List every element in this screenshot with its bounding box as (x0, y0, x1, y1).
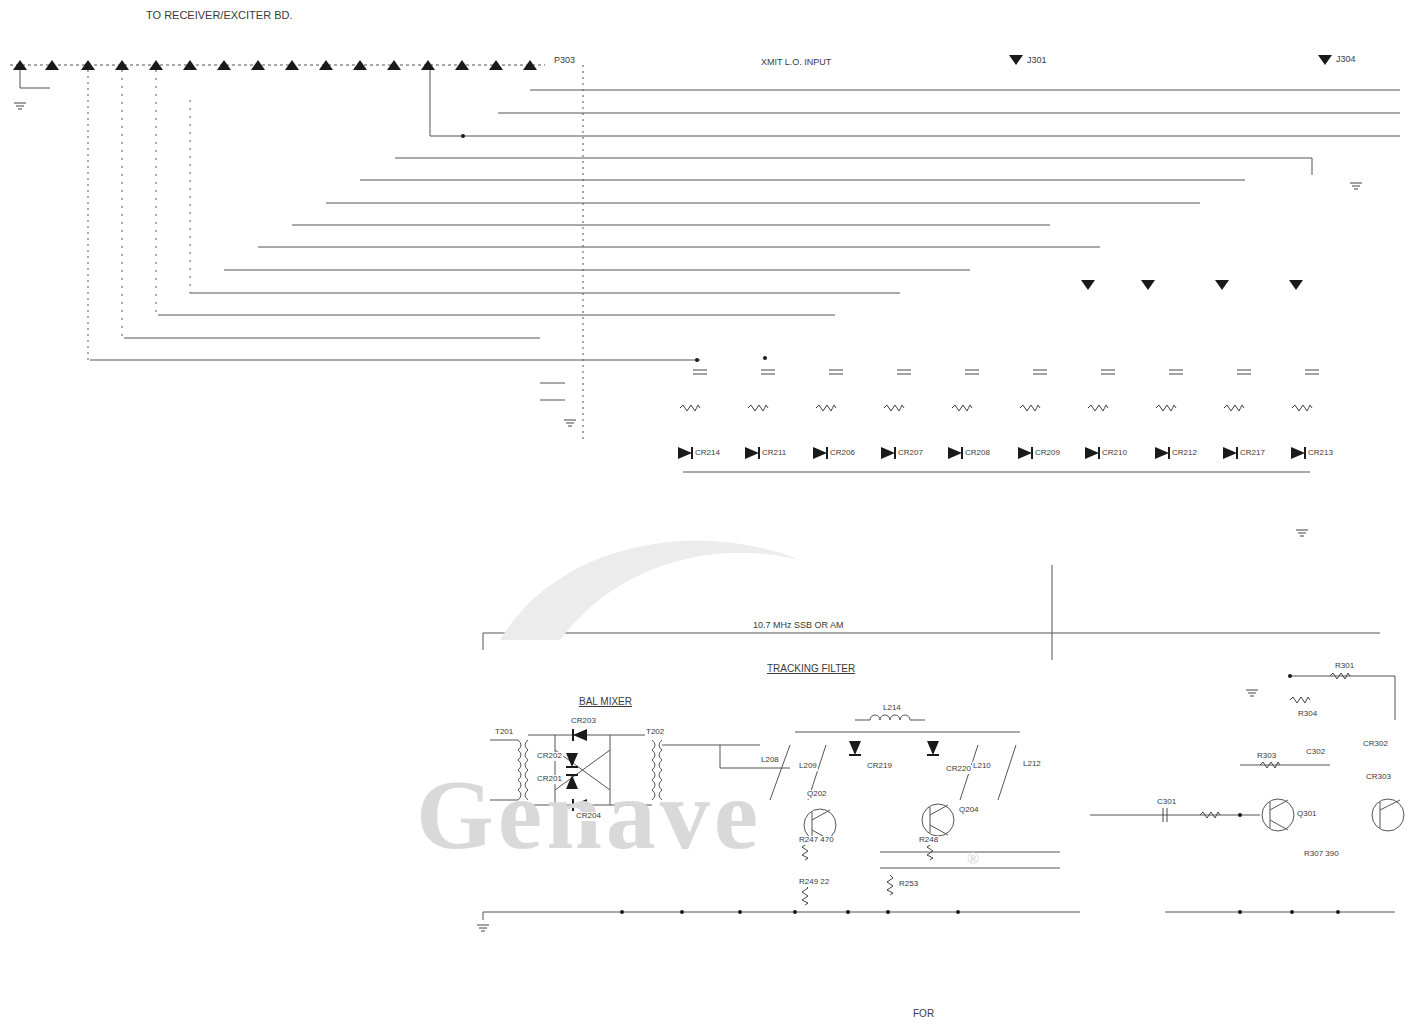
part-label: 10.7 MHz SSB OR AM (752, 621, 845, 631)
part-label: R249 22 (798, 878, 830, 887)
part-label: R248 (918, 836, 939, 845)
wiring (10, 65, 1404, 920)
part-label: CR213 (1307, 449, 1334, 458)
part-label: TO RECEIVER/EXCITER BD. (145, 9, 294, 21)
part-label: C302 (1305, 748, 1326, 757)
part-label: BAL MIXER (578, 696, 633, 707)
part-label: J301 (1026, 56, 1048, 66)
part-label: CR209 (1034, 449, 1061, 458)
part-label: R307 390 (1303, 850, 1340, 859)
diode-row (566, 370, 1319, 811)
part-label: R303 (1256, 752, 1277, 761)
part-label: R253 (898, 880, 919, 889)
part-label: CR210 (1101, 449, 1128, 458)
part-label: TRACKING FILTER (766, 663, 856, 674)
part-label: J304 (1335, 55, 1357, 65)
part-label: CR202 (536, 752, 563, 761)
part-label: T201 (494, 728, 514, 737)
part-label: CR302 (1362, 740, 1389, 749)
part-label: CR201 (536, 775, 563, 784)
part-label: CR211 (761, 449, 787, 458)
part-label: R301 (1334, 662, 1355, 671)
part-label: CR303 (1365, 773, 1392, 782)
part-label: R304 (1297, 710, 1318, 719)
part-label: L209 (798, 762, 818, 771)
part-label: CR214 (694, 449, 721, 458)
part-label: CR206 (829, 449, 856, 458)
part-label: Q204 (958, 806, 980, 815)
part-label: P303 (553, 56, 576, 66)
part-label: L212 (1022, 760, 1042, 769)
connector-pins (13, 55, 1332, 290)
part-label: Q202 (806, 790, 828, 799)
part-label: R247 470 (798, 836, 835, 845)
part-label: CR203 (570, 717, 597, 726)
part-label: CR220 (945, 765, 972, 774)
part-label: CR208 (964, 449, 991, 458)
part-label: CR219 (866, 762, 893, 771)
watermark: ® (966, 850, 984, 868)
part-label: CR212 (1171, 449, 1198, 458)
part-label: FOR (912, 1008, 935, 1019)
part-label: L208 (760, 756, 780, 765)
part-label: L214 (882, 704, 902, 713)
part-label: T202 (645, 728, 665, 737)
part-label: CR204 (575, 812, 602, 821)
part-label: Q301 (1296, 810, 1318, 819)
part-label: XMIT L.O. INPUT (760, 58, 832, 68)
part-label: L210 (972, 762, 992, 771)
part-label: CR217 (1239, 449, 1266, 458)
grounds-and-parts (14, 103, 1362, 931)
part-label: CR207 (897, 449, 924, 458)
part-label: C301 (1156, 798, 1177, 807)
